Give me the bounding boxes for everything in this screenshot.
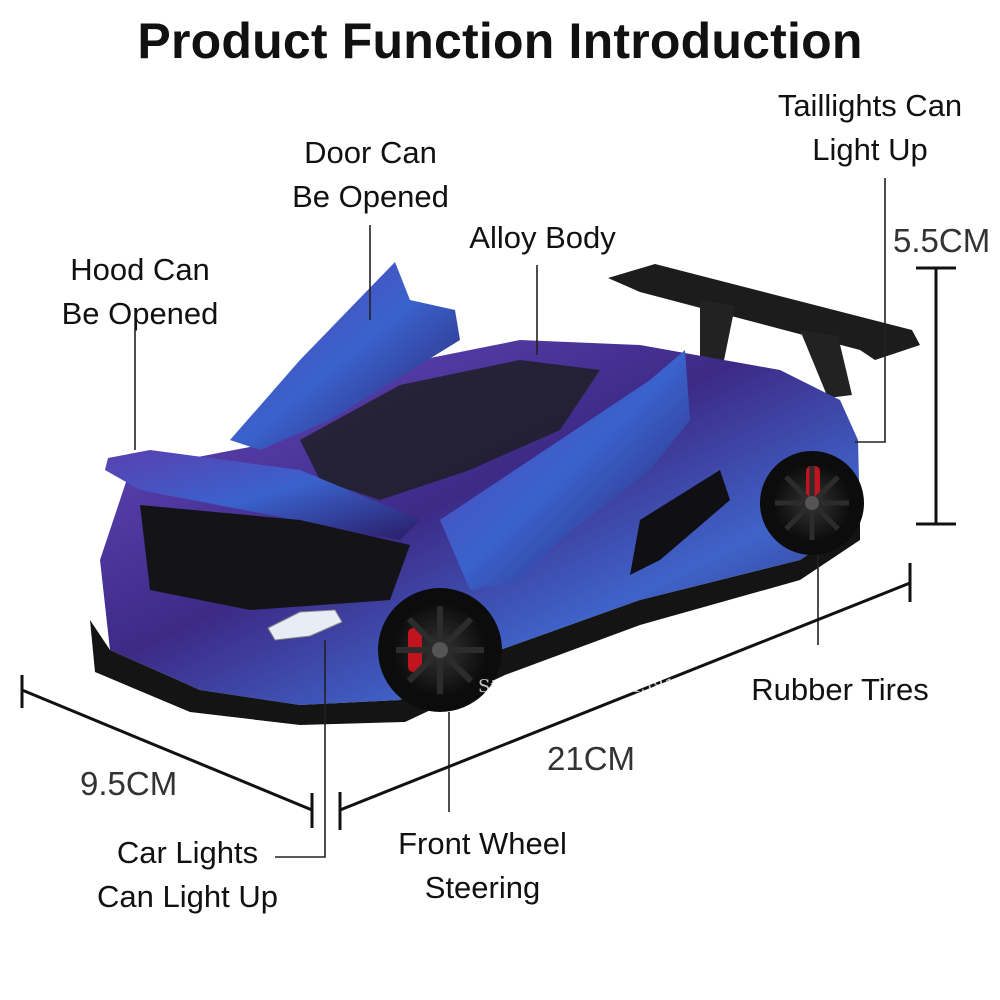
length-dimension-line	[338, 563, 912, 830]
door-label: Door Can Be Opened	[268, 131, 473, 219]
car-lights-label-text: Car Lights Can Light Up	[97, 835, 278, 914]
height-dimension-line	[916, 266, 956, 526]
height-dimension-label: 5.5CM	[893, 222, 991, 259]
rubber-tires-label-text: Rubber Tires	[751, 672, 929, 707]
alloy-body-label: Alloy Body	[455, 216, 630, 260]
width-dimension-line	[20, 675, 314, 828]
store-watermark: Store ID 1104404581	[478, 676, 676, 697]
taillights-leader-line	[855, 178, 886, 443]
front-wheel-label-text: Front Wheel Steering	[398, 826, 567, 905]
alloy-body-label-text: Alloy Body	[469, 220, 616, 255]
taillights-label: Taillights Can Light Up	[760, 84, 980, 172]
lights-leader-line	[275, 640, 326, 858]
rubber-tires-label: Rubber Tires	[730, 668, 950, 712]
page-title: Product Function Introduction	[137, 13, 863, 69]
length-dimension-label: 21CM	[547, 740, 636, 777]
car-lights-label: Car Lights Can Light Up	[80, 831, 295, 919]
door-label-text: Door Can Be Opened	[292, 135, 449, 214]
width-dimension-label: 9.5CM	[80, 765, 178, 802]
front-wheel-label: Front Wheel Steering	[375, 822, 590, 910]
rear-wheel	[760, 451, 864, 555]
hood-label-text: Hood Can Be Opened	[61, 252, 219, 331]
taillights-label-text: Taillights Can Light Up	[777, 88, 963, 167]
front-wheel	[378, 588, 502, 712]
car-body	[90, 262, 860, 725]
hood-label: Hood Can Be Opened	[40, 248, 240, 336]
